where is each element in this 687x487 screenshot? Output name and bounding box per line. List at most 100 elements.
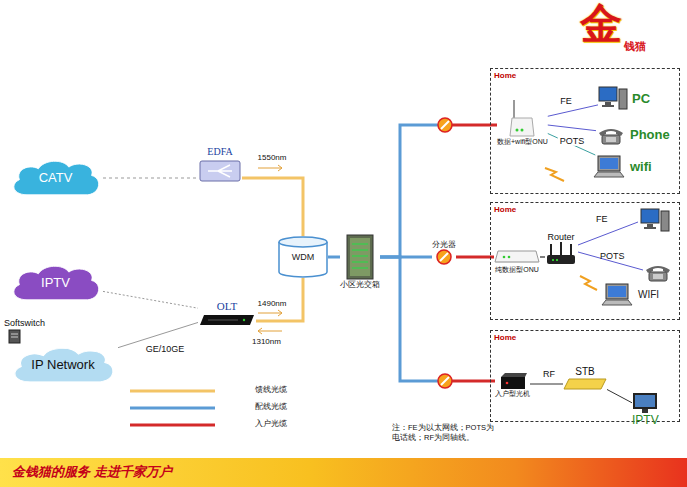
fiber-cabinet: 小区光交箱 <box>340 234 380 289</box>
edge-label: 1550nm <box>256 153 289 162</box>
laptop-terminal: wifi <box>592 155 652 179</box>
node-text: 纯数据型ONU <box>495 266 539 274</box>
node-text: Phone <box>630 128 670 143</box>
node-text: Home <box>494 71 516 80</box>
wire-label: POTS <box>600 251 625 261</box>
connector <box>548 125 596 131</box>
phone-icon <box>646 266 670 281</box>
connector-path <box>548 125 596 131</box>
connector-path <box>242 178 303 236</box>
legend-text: 入户光缆 <box>255 419 287 428</box>
splitter-icon <box>436 249 452 265</box>
connector-path <box>103 291 198 308</box>
node-text: wifi <box>630 160 652 175</box>
wireless-symbol <box>580 276 597 290</box>
phone-terminal: Phone <box>596 125 670 145</box>
node-text: STB <box>575 366 594 378</box>
connector-path <box>607 389 632 402</box>
edfa-icon <box>198 158 242 184</box>
connector-path <box>380 257 445 381</box>
connector <box>530 384 563 385</box>
node-text: 小区光交箱 <box>340 280 380 289</box>
pc-icon <box>641 209 669 231</box>
legend-text: 配线光缆 <box>255 402 287 411</box>
phone-icon <box>596 125 626 145</box>
legend-text: 馈线光缆 <box>255 385 287 394</box>
logo-text: 钱猫 <box>624 40 646 53</box>
network-cloud: IPTV <box>8 262 103 304</box>
tv-terminal: IPTV <box>632 392 659 428</box>
edge-label: POTS <box>558 136 587 146</box>
connector-path <box>456 256 494 259</box>
cabinet-icon <box>346 234 374 280</box>
connector <box>256 278 303 321</box>
connector-path <box>328 256 340 259</box>
router-device: Router <box>545 232 577 266</box>
pc-icon <box>598 86 628 112</box>
softswitch-label: Softswitch <box>4 318 45 328</box>
stb-icon <box>563 378 607 390</box>
edge-label: 1490nm <box>256 299 289 308</box>
home-panel: Home入户型光机STBIPTV <box>490 330 680 422</box>
onu1-icon <box>507 98 537 138</box>
connector <box>242 178 303 236</box>
connector <box>380 257 495 381</box>
splitter-symbol <box>438 374 452 388</box>
node-text: 金钱猫的服务 走进千家万户 <box>12 465 172 480</box>
home-wire <box>578 222 643 270</box>
connector-path <box>256 278 303 321</box>
optical-splitter: 分光器 <box>432 240 456 265</box>
wdm-cylinder: WDM <box>278 236 328 278</box>
laptop-terminal: WIFI <box>600 283 659 307</box>
olt-device: OLT <box>198 300 256 327</box>
optical-receiver: 入户型光机 <box>495 372 530 398</box>
olt-icon <box>198 313 256 327</box>
node-text: CATV <box>39 171 73 186</box>
connector-path <box>548 134 596 155</box>
node-text: WIFI <box>638 289 659 301</box>
connector-path <box>103 178 198 179</box>
node-text: IPTV <box>632 414 659 428</box>
connector <box>380 125 497 257</box>
connector <box>548 134 596 155</box>
softswitch-server <box>9 330 20 343</box>
onu-device: 纯数据型ONU <box>494 246 540 274</box>
home-panel: Home 纯数据型ONU RouterWIFI <box>490 202 680 320</box>
edge-label: FE <box>558 96 574 106</box>
node-text: WDM <box>292 252 315 262</box>
edge-label: RF <box>541 369 557 379</box>
home-panel: Home数据+wifi型ONUPCPhonewifi <box>490 68 680 194</box>
node-text: OLT <box>217 300 237 313</box>
router-icon <box>545 242 577 266</box>
wireless-symbol <box>545 168 564 181</box>
node-text: Home <box>494 205 516 214</box>
node-text: Router <box>547 232 574 242</box>
note-text: 注：FE为以太网线；POTS为电话线；RF为同轴线。 <box>392 423 494 443</box>
wavelength-label: 1310nm <box>252 337 281 346</box>
node-text: IP Network <box>31 358 94 373</box>
network-cloud: CATV <box>8 157 103 199</box>
connector <box>540 257 545 258</box>
edfa-amplifier: EDFA <box>198 146 242 184</box>
node-text: 入户型光机 <box>495 390 530 398</box>
connector <box>103 178 198 179</box>
connector <box>548 105 598 116</box>
connector <box>607 389 632 402</box>
node-text: PC <box>632 92 650 107</box>
connector <box>328 257 340 258</box>
legend-line-sample <box>130 391 215 425</box>
laptop-icon <box>600 283 634 307</box>
tv-icon <box>632 392 658 414</box>
connector-path <box>530 384 563 385</box>
logo-mark: 金 <box>580 0 622 48</box>
pc-terminal: PC <box>598 86 650 112</box>
set-top-box: STB <box>563 366 607 390</box>
wire-label: FE <box>596 214 608 224</box>
node-text: EDFA <box>207 146 232 158</box>
connector-path <box>540 256 545 258</box>
node-text: IPTV <box>41 276 70 291</box>
node-text: Home <box>494 333 516 342</box>
